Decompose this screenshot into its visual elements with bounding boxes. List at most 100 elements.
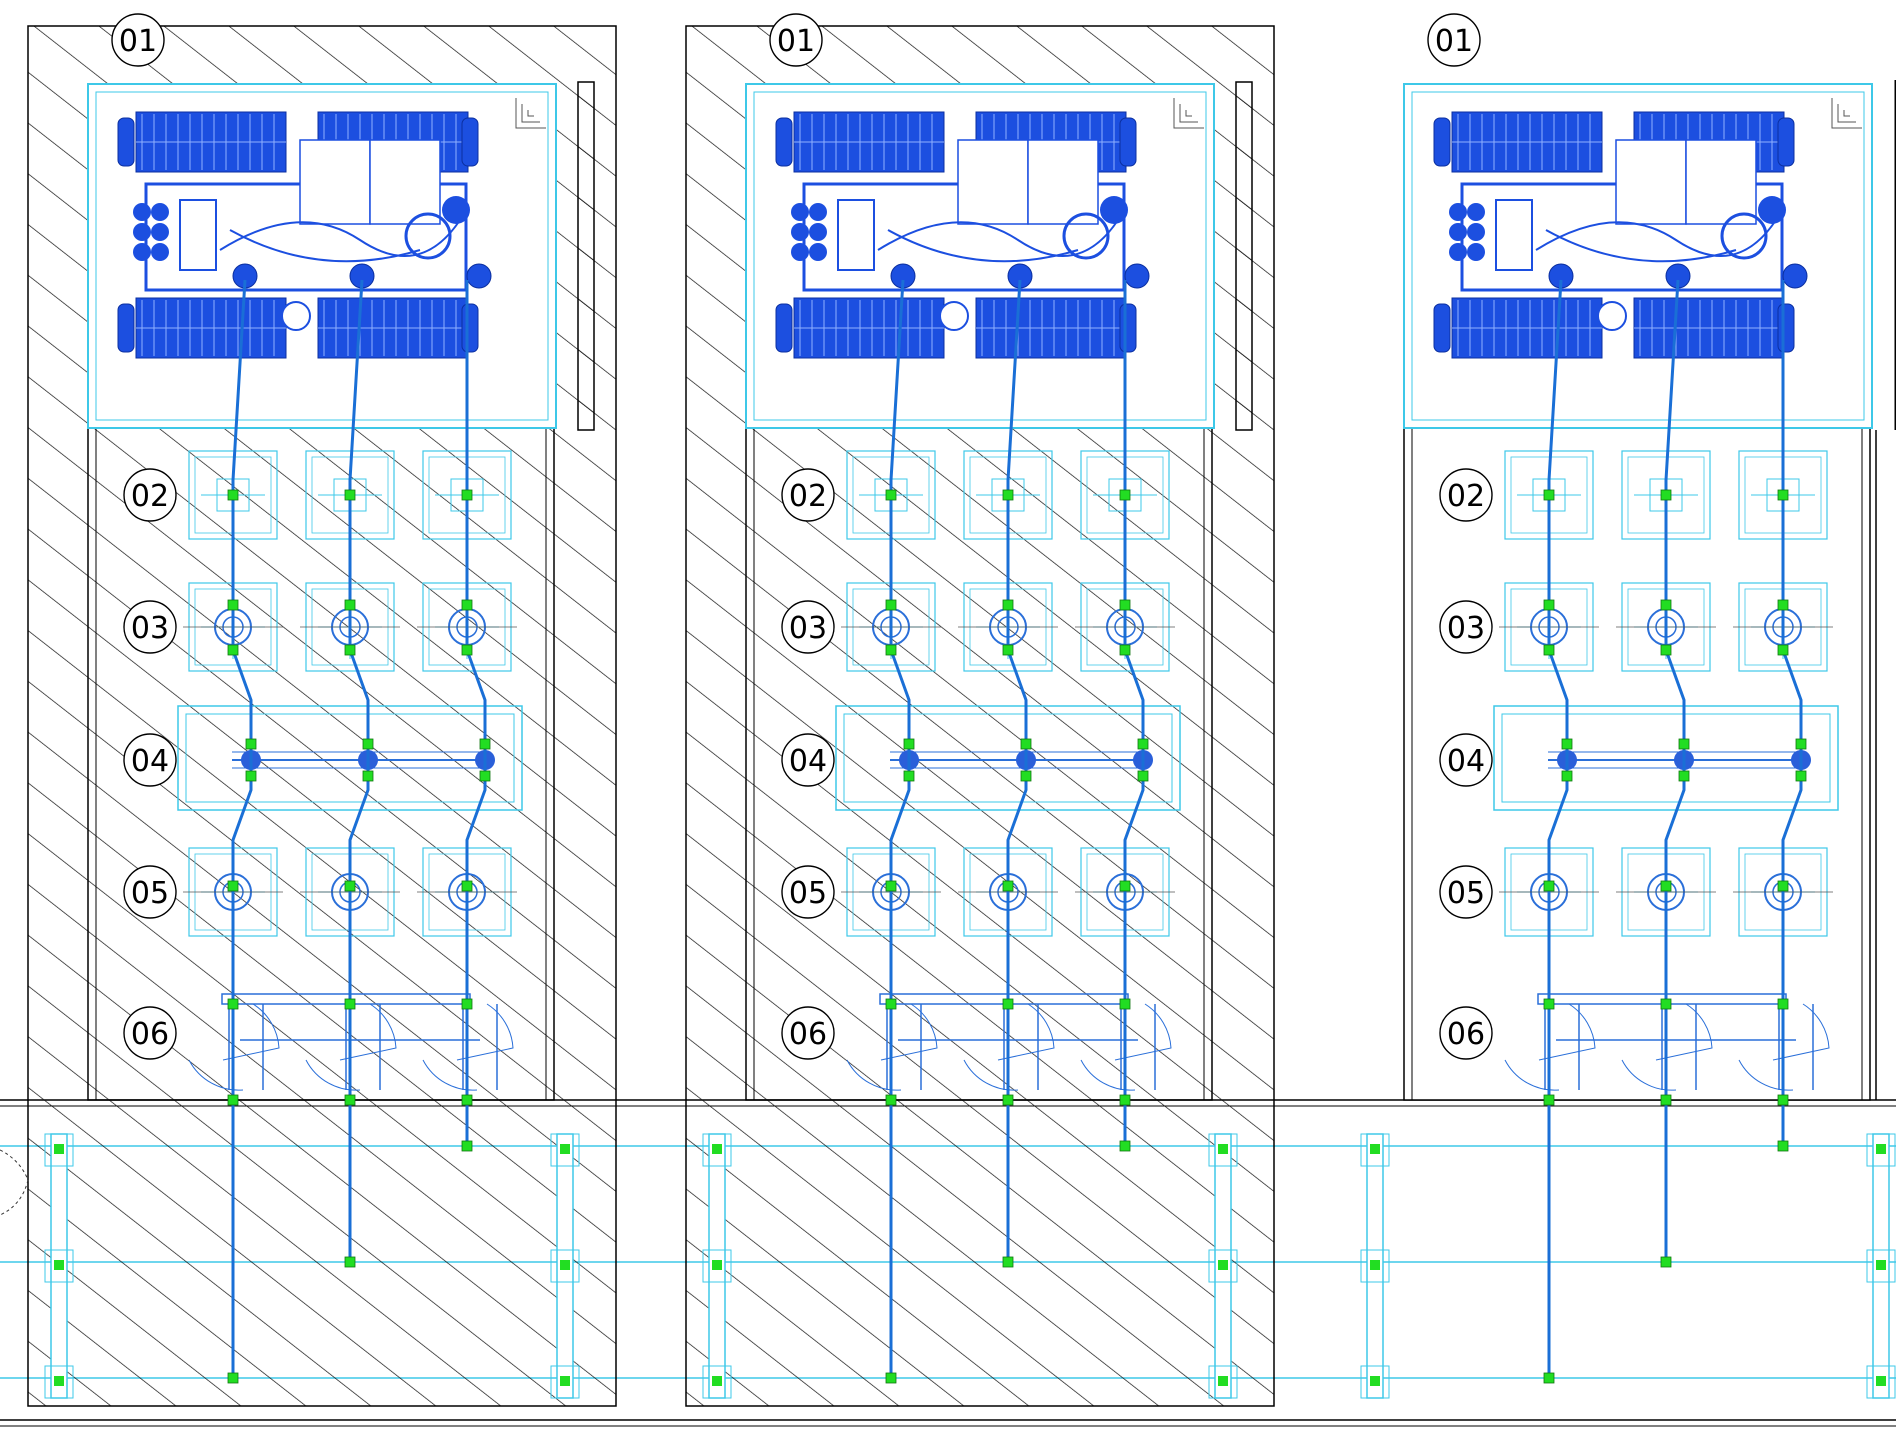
pipe-node: [227, 644, 239, 656]
callout-label: 05: [1447, 876, 1485, 911]
pipe-node: [1777, 599, 1789, 611]
panel-frame: [27, 25, 617, 1407]
pipe-node: [245, 770, 257, 782]
pipe-node: [344, 1094, 356, 1106]
pipe-node: [1119, 1140, 1131, 1152]
pipe-node: [1543, 489, 1555, 501]
callout-label: 03: [131, 611, 169, 646]
pipe-node: [227, 1372, 239, 1384]
pipe-line: [227, 279, 257, 1384]
pipe-node: [227, 599, 239, 611]
pipe-node: [461, 1094, 473, 1106]
callout-06: 06: [781, 1006, 835, 1060]
callout-01: 01: [1427, 13, 1481, 67]
pipe-node: [362, 738, 374, 750]
pipe-node: [885, 1094, 897, 1106]
support-column: [1866, 1133, 1896, 1399]
wall-bar: [577, 81, 595, 431]
pipe-node: [1543, 1094, 1555, 1106]
support-column: [1360, 1133, 1390, 1399]
support-column: [1208, 1133, 1238, 1399]
manifold: [1493, 705, 1839, 811]
pipe-node: [885, 599, 897, 611]
pipe-node: [1137, 738, 1149, 750]
callout-06: 06: [1439, 1006, 1493, 1060]
callout-04: 04: [123, 733, 177, 787]
callout-label: 05: [131, 876, 169, 911]
callout-02: 02: [781, 468, 835, 522]
pipe-node: [1777, 1094, 1789, 1106]
pipe-line: [344, 279, 374, 1268]
callout-label: 02: [131, 479, 169, 514]
pipe-node: [479, 738, 491, 750]
pipe-node: [1777, 1140, 1789, 1152]
pipe-node: [1660, 599, 1672, 611]
pipe-node: [461, 489, 473, 501]
pipe-node: [227, 880, 239, 892]
partial-detail-left: [0, 1149, 29, 1216]
pipe-node: [461, 1140, 473, 1152]
callout-label: 03: [1447, 611, 1485, 646]
pipe-node: [1002, 880, 1014, 892]
pipe-node: [903, 770, 915, 782]
callout-label: 05: [789, 876, 827, 911]
callout-01: 01: [111, 13, 165, 67]
pipe-node: [1660, 644, 1672, 656]
pipe-node: [1119, 880, 1131, 892]
pipe-node: [1777, 998, 1789, 1010]
callout-label: 06: [1447, 1017, 1485, 1052]
pipe-node: [1002, 489, 1014, 501]
pipe-node: [1561, 738, 1573, 750]
callout-04: 04: [1439, 733, 1493, 787]
callout-label: 01: [1435, 24, 1473, 59]
panel-a: 01 02 03 04 05 06: [27, 13, 617, 1407]
callout-04: 04: [781, 733, 835, 787]
pipe-line: [1119, 280, 1149, 1152]
pipe-node: [1660, 489, 1672, 501]
pipe-node: [1002, 1094, 1014, 1106]
panel-c: 01 02 03 04 05 06: [1360, 13, 1896, 1399]
callout-label: 04: [1447, 744, 1485, 779]
pipe-node: [1002, 1256, 1014, 1268]
pipe-node: [1795, 770, 1807, 782]
engine-unit: [117, 111, 492, 359]
pipe-node: [1119, 998, 1131, 1010]
pipe-node: [885, 489, 897, 501]
callout-label: 04: [131, 744, 169, 779]
pipe-node: [1660, 998, 1672, 1010]
pipe-node: [227, 998, 239, 1010]
callout-label: 02: [789, 479, 827, 514]
stair-icon: [1173, 98, 1204, 129]
pipe-node: [1777, 880, 1789, 892]
pipe-node: [227, 1094, 239, 1106]
manifold: [835, 705, 1181, 811]
pipe-node: [344, 489, 356, 501]
pipe-node: [1777, 644, 1789, 656]
callout-05: 05: [781, 865, 835, 919]
pipe-node: [344, 998, 356, 1010]
pipe-node: [1561, 770, 1573, 782]
pipe-node: [1660, 1256, 1672, 1268]
pipe-node: [1660, 1094, 1672, 1106]
pipe-node: [344, 644, 356, 656]
callout-label: 04: [789, 744, 827, 779]
pipe-node: [1002, 599, 1014, 611]
pipe-line: [885, 279, 915, 1384]
callout-06: 06: [123, 1006, 177, 1060]
pipe-node: [1543, 599, 1555, 611]
pipe-node: [1660, 880, 1672, 892]
pipe-node: [1543, 880, 1555, 892]
callout-label: 02: [1447, 479, 1485, 514]
pipe-node: [885, 644, 897, 656]
pipe-node: [1777, 489, 1789, 501]
support-column: [44, 1133, 74, 1399]
support-column: [550, 1133, 580, 1399]
pipe-node: [1119, 644, 1131, 656]
callout-label: 01: [119, 24, 157, 59]
pipe-line: [1002, 279, 1032, 1268]
pipe-node: [1020, 738, 1032, 750]
callout-03: 03: [123, 600, 177, 654]
pipe-node: [885, 998, 897, 1010]
pipe-node: [245, 738, 257, 750]
